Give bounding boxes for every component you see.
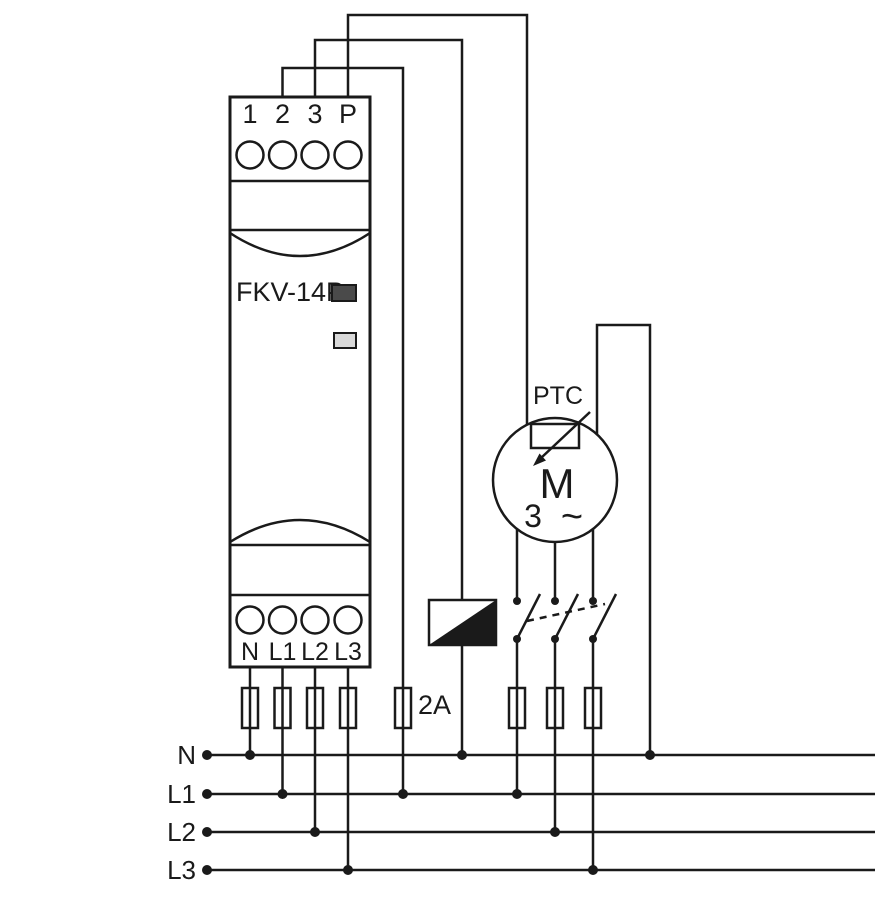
ptc-symbol: PTC	[529, 382, 591, 466]
ptc-arrow-head	[533, 453, 546, 466]
wire-terminal2-to-l1	[281, 66, 405, 794]
junction-l2-terminal	[310, 827, 320, 837]
contact-dot-top	[551, 597, 559, 605]
fuses: 2A	[240, 686, 603, 730]
terminal-screw-p	[333, 140, 363, 170]
ptc-arrow-shaft	[540, 411, 591, 459]
terminal-screw-l1	[267, 605, 298, 635]
contact-pole-3	[589, 593, 618, 643]
contact-pole-1	[513, 593, 542, 643]
contactor-coil-symbol	[427, 598, 498, 647]
terminal-label-n: N	[241, 638, 259, 666]
device-face-arc-bottom	[229, 518, 371, 544]
terminal-screw-3	[300, 140, 330, 170]
junction-l1-motor	[512, 789, 522, 799]
junction-n-terminal	[245, 750, 255, 760]
junction-dots	[245, 750, 655, 875]
contact-linkage-dashed	[526, 602, 606, 623]
power-led	[331, 284, 357, 302]
contact-pole-2	[551, 593, 580, 643]
device-face-arc-top	[229, 231, 371, 258]
wire-terminalP-to-ptc	[346, 13, 531, 438]
motor-symbol: M 3 ~ PTC	[491, 382, 619, 544]
fuse-n	[240, 686, 260, 730]
fuse-control-2a	[393, 686, 413, 730]
fuse-motor-3	[583, 686, 603, 730]
bus-label-n: N	[177, 740, 196, 770]
status-led	[333, 332, 357, 349]
terminal-label-3: 3	[307, 99, 322, 129]
terminal-screw-l2	[300, 605, 330, 635]
terminal-label-l2: L2	[301, 638, 329, 666]
device-model-label: FKV-14P	[236, 277, 344, 307]
contact-blade	[553, 593, 580, 640]
terminal-label-l1: L1	[269, 638, 297, 666]
bus-lines: N L1 L2 L3	[167, 740, 875, 885]
supply-wires	[248, 667, 350, 870]
terminal-label-1: 1	[242, 99, 257, 129]
coil-triangle	[429, 600, 496, 645]
terminal-screw-2	[267, 140, 298, 170]
terminal-label-l3: L3	[334, 638, 362, 666]
terminal-label-2: 2	[275, 99, 290, 129]
junction-l1-terminal	[277, 789, 288, 799]
relay-module: 1 2 3 P FKV-14P N L1 L2 L3	[228, 95, 372, 669]
motor-circle	[491, 416, 619, 544]
terminal-screw-l3	[333, 605, 363, 635]
junction-l3-motor	[588, 865, 598, 875]
contact-dot-top	[513, 597, 521, 605]
junction-n-coil	[457, 750, 467, 760]
motor-ac-label: ~	[561, 496, 583, 538]
fuse-l3	[338, 686, 358, 730]
fuse-motor-2	[545, 686, 565, 730]
fuse-l1	[273, 686, 292, 730]
fuse-motor-1	[507, 686, 527, 730]
bus-endpoint-n	[202, 750, 212, 760]
contact-blade	[515, 593, 542, 640]
bus-label-l1: L1	[167, 779, 196, 809]
junction-l2-motor	[550, 827, 560, 837]
terminal-screw-n	[235, 605, 265, 635]
terminal-screw-1	[235, 140, 265, 170]
contactor-contacts	[513, 593, 618, 643]
bus-label-l2: L2	[167, 817, 196, 847]
bus-endpoint-l1	[202, 789, 212, 799]
junction-n-ptc	[645, 750, 655, 760]
ptc-label: PTC	[533, 382, 583, 410]
junction-l3-terminal	[343, 865, 353, 875]
contact-dot-top	[589, 597, 597, 605]
device-outline	[228, 95, 372, 669]
motor-phase-label: 3	[524, 498, 542, 534]
motor-m-label: M	[540, 460, 575, 507]
bus-label-l3: L3	[167, 855, 196, 885]
fuse-2a-label: 2A	[418, 690, 451, 720]
bus-endpoint-l2	[202, 827, 212, 837]
bus-endpoint-l3	[202, 865, 212, 875]
fuse-l2	[305, 686, 325, 730]
wire-ptc-to-n	[579, 323, 652, 755]
contact-blade	[591, 593, 618, 640]
motor-wires	[515, 529, 595, 870]
junction-l1-fuse2a	[398, 789, 408, 799]
wire-terminal3-to-coil	[313, 38, 464, 600]
terminal-label-p: P	[339, 99, 357, 129]
